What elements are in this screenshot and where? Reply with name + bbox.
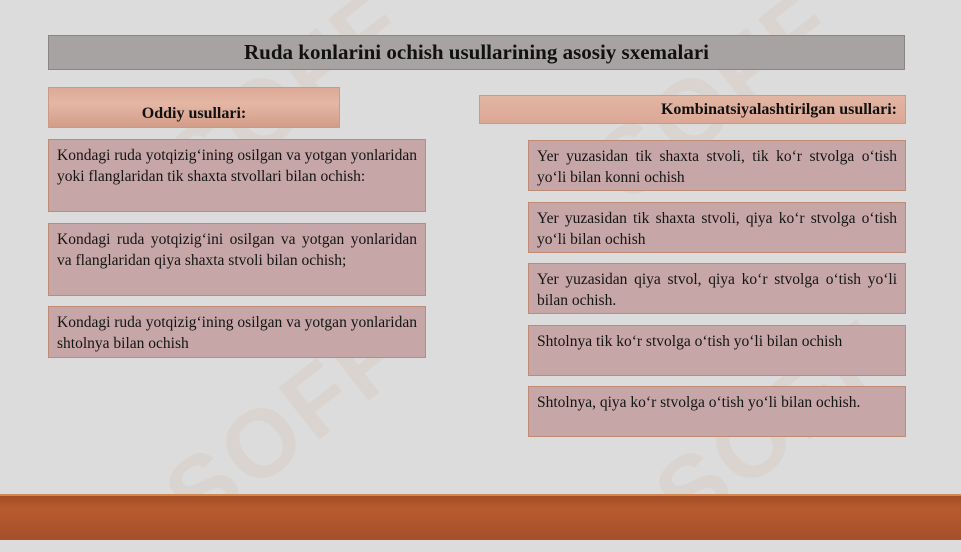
simple-method-box: Kondagi ruda yotqizig‘ini osilgan va yot… [48,223,426,296]
combined-methods-heading: Kombinatsiyalashtirilgan usullari: [479,95,906,124]
simple-methods-heading: Oddiy usullari: [48,87,340,128]
simple-methods-heading-label: Oddiy usullari: [141,104,247,122]
combined-method-box: Shtolnya tik ko‘r stvolga o‘tish yo‘li b… [528,325,906,376]
combined-method-box: Yer yuzasidan tik shaxta stvoli, tik ko‘… [528,140,906,191]
combined-method-box: Shtolnya, qiya ko‘r stvolga o‘tish yo‘li… [528,386,906,437]
simple-method-box: Kondagi ruda yotqizig‘ining osilgan va y… [48,139,426,212]
combined-methods-heading-label: Kombinatsiyalashtirilgan usullari: [660,100,897,118]
title-bar: Ruda konlarini ochish usullarining asosi… [48,35,905,70]
page-title: Ruda konlarini ochish usullarining asosi… [243,40,710,64]
combined-method-box: Yer yuzasidan qiya stvol, qiya ko‘r stvo… [528,263,906,314]
simple-method-box: Kondagi ruda yotqizig‘ining osilgan va y… [48,306,426,358]
footer-accent-line [0,494,961,497]
combined-method-box: Yer yuzasidan tik shaxta stvoli, qiya ko… [528,202,906,253]
footer-bar [0,496,961,540]
